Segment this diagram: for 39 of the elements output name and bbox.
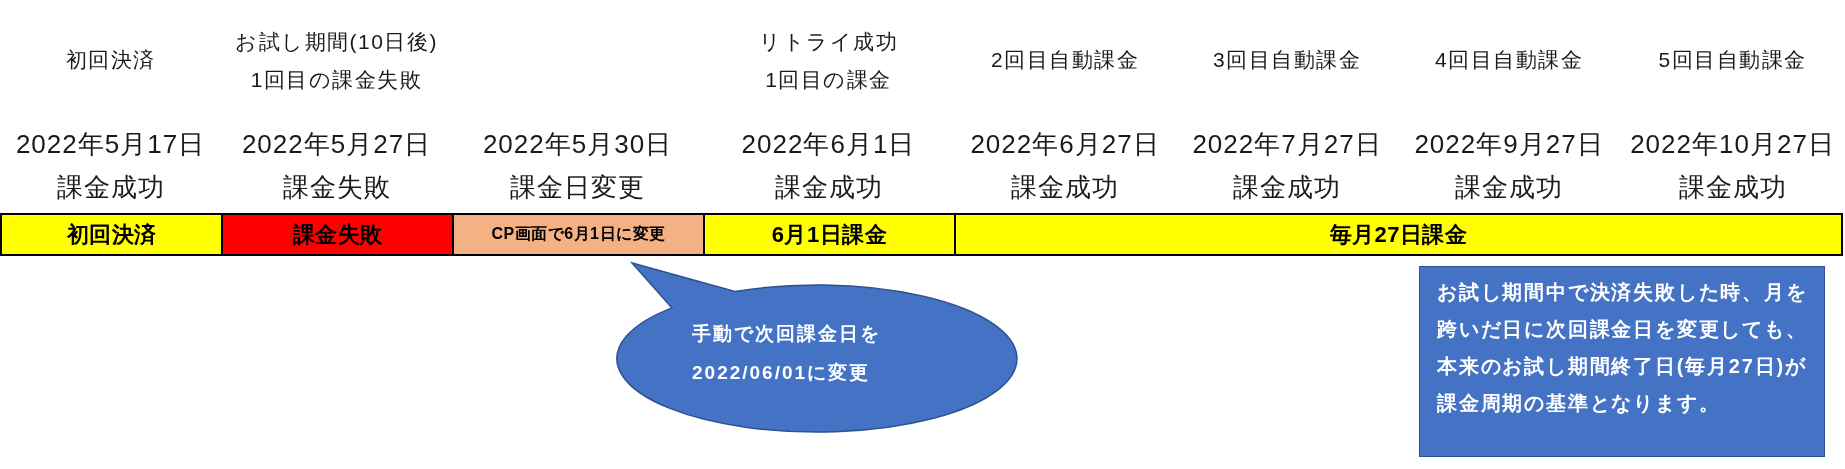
segment-label: 初回決済 — [66, 220, 157, 249]
timeline-segment — [703, 213, 956, 256]
date-label: 2022年5月17日 — [15, 128, 206, 162]
event-heading: リトライ成功 — [759, 29, 898, 56]
date-label: 2022年5月27日 — [241, 128, 432, 162]
date-label: 2022年7月27日 — [1192, 128, 1382, 162]
segment-label: 6月1日課金 — [771, 220, 888, 249]
event-heading: 1回目の課金 — [765, 67, 892, 94]
segment-label: CP画面で6月1日に変更 — [491, 224, 666, 244]
speech-bubble — [615, 261, 1019, 434]
status-label: 課金成功 — [774, 171, 883, 205]
status-label: 課金成功 — [1011, 171, 1119, 205]
timeline-segment — [452, 213, 705, 256]
segment-label: 課金失敗 — [292, 220, 383, 249]
date-label: 2022年6月1日 — [741, 128, 916, 162]
callout-text: 手動で次回課金日を2022/06/01に変更 — [692, 322, 882, 385]
event-heading: 4回目自動課金 — [1434, 47, 1584, 74]
event-heading: 初回決済 — [65, 47, 156, 74]
status-label: 課金日変更 — [510, 171, 645, 205]
status-label: 課金成功 — [1678, 171, 1787, 205]
timeline-segment — [221, 213, 454, 256]
event-heading: 2回目自動課金 — [990, 47, 1140, 74]
timeline-segment — [0, 213, 223, 256]
status-label: 課金成功 — [1455, 171, 1563, 205]
event-heading: 3回目自動課金 — [1212, 47, 1362, 74]
event-heading: お試し期間(10日後) — [235, 29, 438, 56]
note-box — [1419, 266, 1825, 457]
timeline-segment — [954, 213, 1843, 256]
segment-label: 毎月27日課金 — [1329, 220, 1468, 249]
date-label: 2022年6月27日 — [970, 128, 1160, 162]
date-label: 2022年10月27日 — [1630, 128, 1835, 162]
status-label: 課金失敗 — [282, 171, 391, 205]
status-label: 課金成功 — [1233, 171, 1341, 205]
note-text: お試し期間中で決済失敗した時、月を跨いだ日に次回課金日を変更しても、本来のお試し期間終了日(毎月27日)が課金周期の基準となります。 — [1437, 280, 1809, 416]
date-label: 2022年9月27日 — [1414, 128, 1604, 162]
date-label: 2022年5月30日 — [482, 128, 673, 162]
event-heading: 5回目自動課金 — [1658, 47, 1807, 74]
event-heading: 1回目の課金失敗 — [250, 67, 423, 94]
status-label: 課金成功 — [56, 171, 165, 205]
